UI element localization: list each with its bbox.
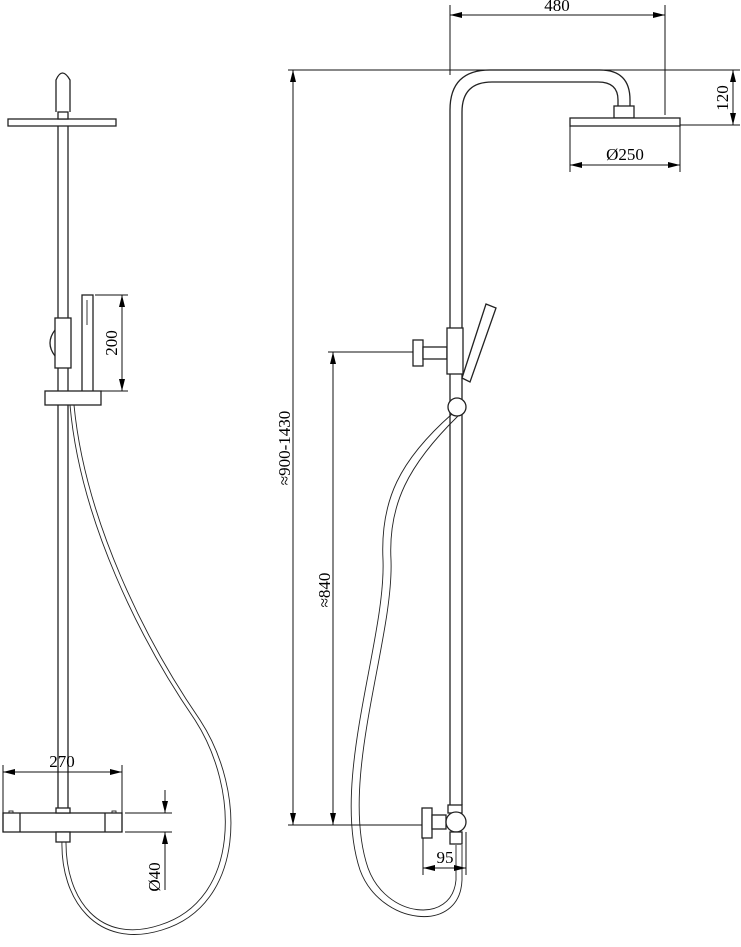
pole-cap — [55, 72, 71, 112]
handshower — [461, 303, 497, 383]
thermostat-side — [2, 812, 123, 833]
wall-bracket — [412, 339, 424, 367]
hose-bracket-side — [44, 390, 102, 406]
dim-head-height-120: 120 — [713, 85, 732, 111]
slider — [446, 327, 464, 375]
head-plate-side — [7, 118, 117, 127]
riser-pipe-outer — [449, 69, 631, 805]
hose-connector — [447, 397, 467, 417]
dim-total-height: ≈900-1430 — [275, 411, 294, 486]
dim-thermostat-diameter: Ø40 — [145, 862, 164, 891]
handshower-side — [81, 294, 94, 394]
dim-outlet-height: ≈840 — [315, 573, 334, 608]
head-connector — [613, 105, 635, 119]
front-view: 480 120 Ø250 ≈900-1430 ≈840 — [275, 0, 740, 917]
dim-head-diameter: Ø250 — [606, 145, 644, 164]
dim-width-480: 480 — [544, 0, 570, 15]
hose-side — [65, 404, 226, 931]
dim-handshower-200: 200 — [102, 330, 121, 356]
riser-pipe-inner — [461, 81, 619, 805]
dim-thermostat-270: 270 — [49, 752, 75, 771]
diverter-knob — [445, 811, 467, 833]
wall-elbow — [421, 807, 433, 839]
head-plate — [569, 117, 681, 127]
slider-side — [54, 317, 72, 369]
dim-wall-offset-95: 95 — [437, 848, 454, 867]
hose — [350, 413, 463, 917]
side-view: 200 270 Ø40 — [2, 72, 232, 935]
